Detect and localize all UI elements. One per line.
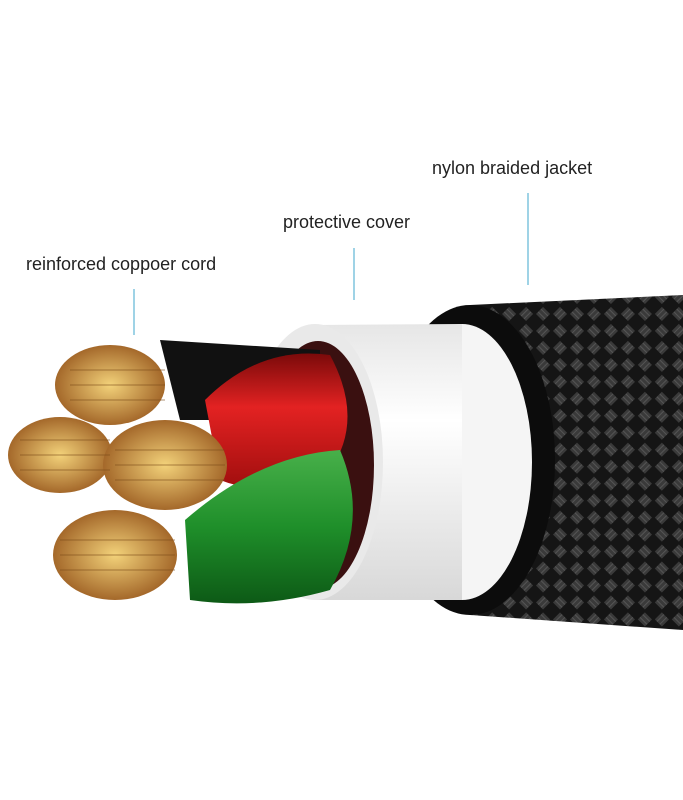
copper-strands xyxy=(8,345,227,600)
jacket-label: nylon braided jacket xyxy=(432,158,593,178)
cover-label: protective cover xyxy=(283,212,411,232)
copper-leader-line xyxy=(133,289,135,335)
cover-leader-line xyxy=(353,248,355,300)
jacket-leader-line xyxy=(527,193,529,285)
copper-label: reinforced coppoer cord xyxy=(26,254,217,274)
insulated-wires xyxy=(160,340,353,604)
